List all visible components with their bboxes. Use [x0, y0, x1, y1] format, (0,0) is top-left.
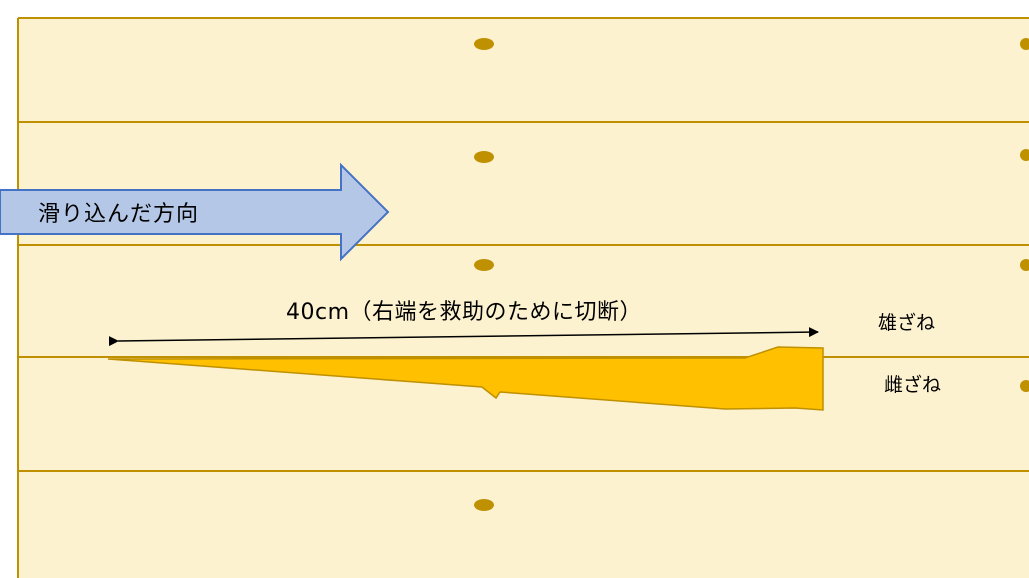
direction-arrow-shape — [0, 162, 390, 262]
measurement-label: 40cm（右端を救助のために切断） — [286, 300, 643, 325]
nail — [1020, 259, 1029, 271]
male-tongue-label: 雄ざね — [878, 312, 936, 334]
female-groove-label: 雌ざね — [884, 374, 942, 396]
nail — [1020, 149, 1029, 161]
floor-area — [18, 18, 1029, 578]
splinter-shape — [107, 346, 824, 411]
nail — [1020, 38, 1029, 50]
nail — [474, 259, 494, 271]
direction-arrow-label: 滑り込んだ方向 — [38, 202, 200, 227]
nail — [474, 499, 494, 511]
nail — [474, 38, 494, 50]
nail — [474, 151, 494, 163]
measurement-arrow — [108, 327, 819, 347]
nail — [1020, 380, 1029, 392]
